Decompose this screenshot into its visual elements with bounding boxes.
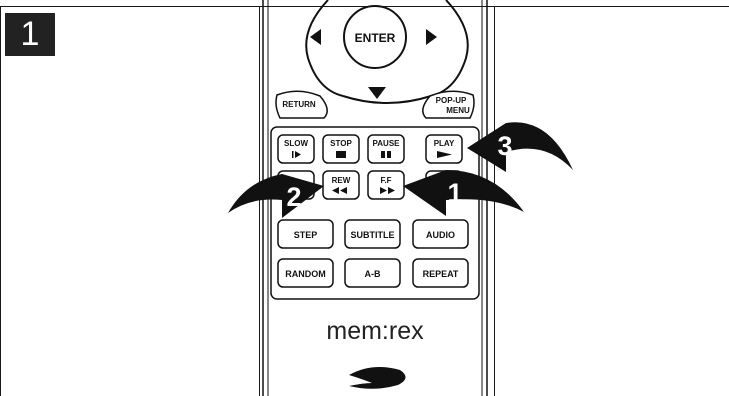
pause-label: PAUSE	[373, 139, 401, 148]
fast-forward-icon	[380, 187, 395, 194]
ab-button[interactable]: A-B	[344, 258, 401, 288]
repeat-button[interactable]: REPEAT	[412, 258, 469, 288]
callout-number-play: 3	[497, 131, 512, 161]
enter-label: ENTER	[355, 31, 396, 45]
play-label: PLAY	[434, 139, 455, 148]
arrow-right-icon[interactable]	[426, 29, 437, 45]
play-icon	[437, 151, 452, 158]
rewind-icon	[332, 187, 347, 194]
step-number-badge: 1	[5, 13, 55, 56]
callout-number-rew: 2	[286, 182, 301, 212]
step-label: STEP	[294, 230, 318, 240]
random-button[interactable]: RANDOM	[277, 258, 334, 288]
random-label: RANDOM	[285, 269, 326, 279]
return-button[interactable]: RETURN	[275, 90, 328, 119]
callout-number-ff: 1	[447, 178, 462, 208]
ab-label: A-B	[365, 269, 381, 279]
arrow-left-icon[interactable]	[310, 29, 321, 45]
stop-label: STOP	[330, 139, 352, 148]
popup-label-line1: POP-UP	[436, 96, 467, 105]
frame-top-line	[0, 6, 729, 7]
brand-logo: mem:rex	[326, 317, 424, 345]
slow-button[interactable]: SLOW	[277, 134, 315, 164]
rew-label: REW	[332, 176, 351, 185]
playback-panel	[270, 126, 480, 300]
return-label: RETURN	[282, 100, 316, 109]
subtitle-button[interactable]: SUBTITLE	[344, 219, 401, 249]
pause-button[interactable]: PAUSE	[367, 134, 405, 164]
frame-divider-left	[259, 6, 260, 396]
pause-icon	[381, 151, 391, 158]
play-button[interactable]: PLAY	[425, 134, 463, 164]
callout-arrow-play: 3	[467, 122, 573, 172]
enter-button[interactable]: ENTER	[343, 5, 407, 69]
rew-button[interactable]: REW	[322, 170, 360, 200]
popup-label-line2: MENU	[446, 106, 470, 115]
subtitle-label: SUBTITLE	[351, 230, 395, 240]
stop-button[interactable]: STOP	[322, 134, 360, 164]
popup-menu-button[interactable]: POP-UP MENU	[422, 90, 475, 119]
audio-label: AUDIO	[426, 230, 455, 240]
arrow-down-icon[interactable]	[368, 87, 386, 99]
blu-ray-disc-icon	[349, 366, 406, 389]
callout-arrow-rew: 2	[228, 174, 324, 218]
slow-label: SLOW	[284, 139, 308, 148]
frame-left-line	[0, 6, 1, 396]
stop-icon	[336, 151, 346, 158]
nav-ring	[305, 0, 469, 104]
ff-label: F.F	[380, 176, 391, 185]
ff-button[interactable]: F.F	[367, 170, 405, 200]
slow-icon-triangle	[295, 151, 301, 158]
slow-icon	[292, 151, 294, 158]
audio-button[interactable]: AUDIO	[412, 219, 469, 249]
step-button[interactable]: STEP	[277, 219, 334, 249]
callout-arrow-ff: 1	[403, 170, 524, 216]
repeat-label: REPEAT	[423, 269, 459, 279]
